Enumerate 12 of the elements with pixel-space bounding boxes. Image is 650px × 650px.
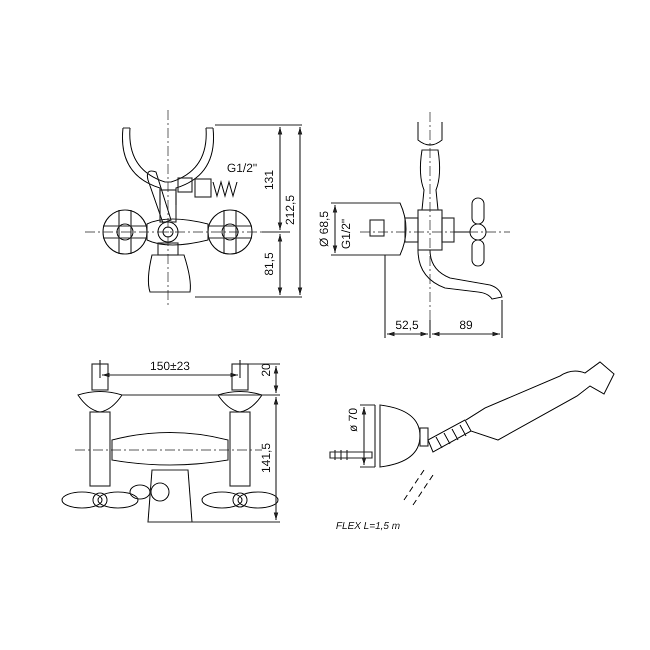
dimension-label: ø 70: [347, 408, 359, 432]
dimension-label: 141,5: [260, 442, 272, 474]
thread-size-label: G1/2": [226, 162, 258, 174]
dimension-label: 89: [459, 319, 473, 331]
dimension-label: 81,5: [263, 252, 275, 276]
dimension-label: 52,5: [395, 319, 419, 331]
dimension-label: 131: [263, 170, 275, 190]
hose-length-note: FLEX L=1,5 m: [336, 522, 400, 532]
dimension-label: Ø 68,5: [318, 210, 330, 248]
thread-size-label: G1/2": [340, 218, 352, 250]
dimension-label: 212,5: [284, 194, 296, 226]
dimension-label: 150±23: [150, 360, 190, 372]
